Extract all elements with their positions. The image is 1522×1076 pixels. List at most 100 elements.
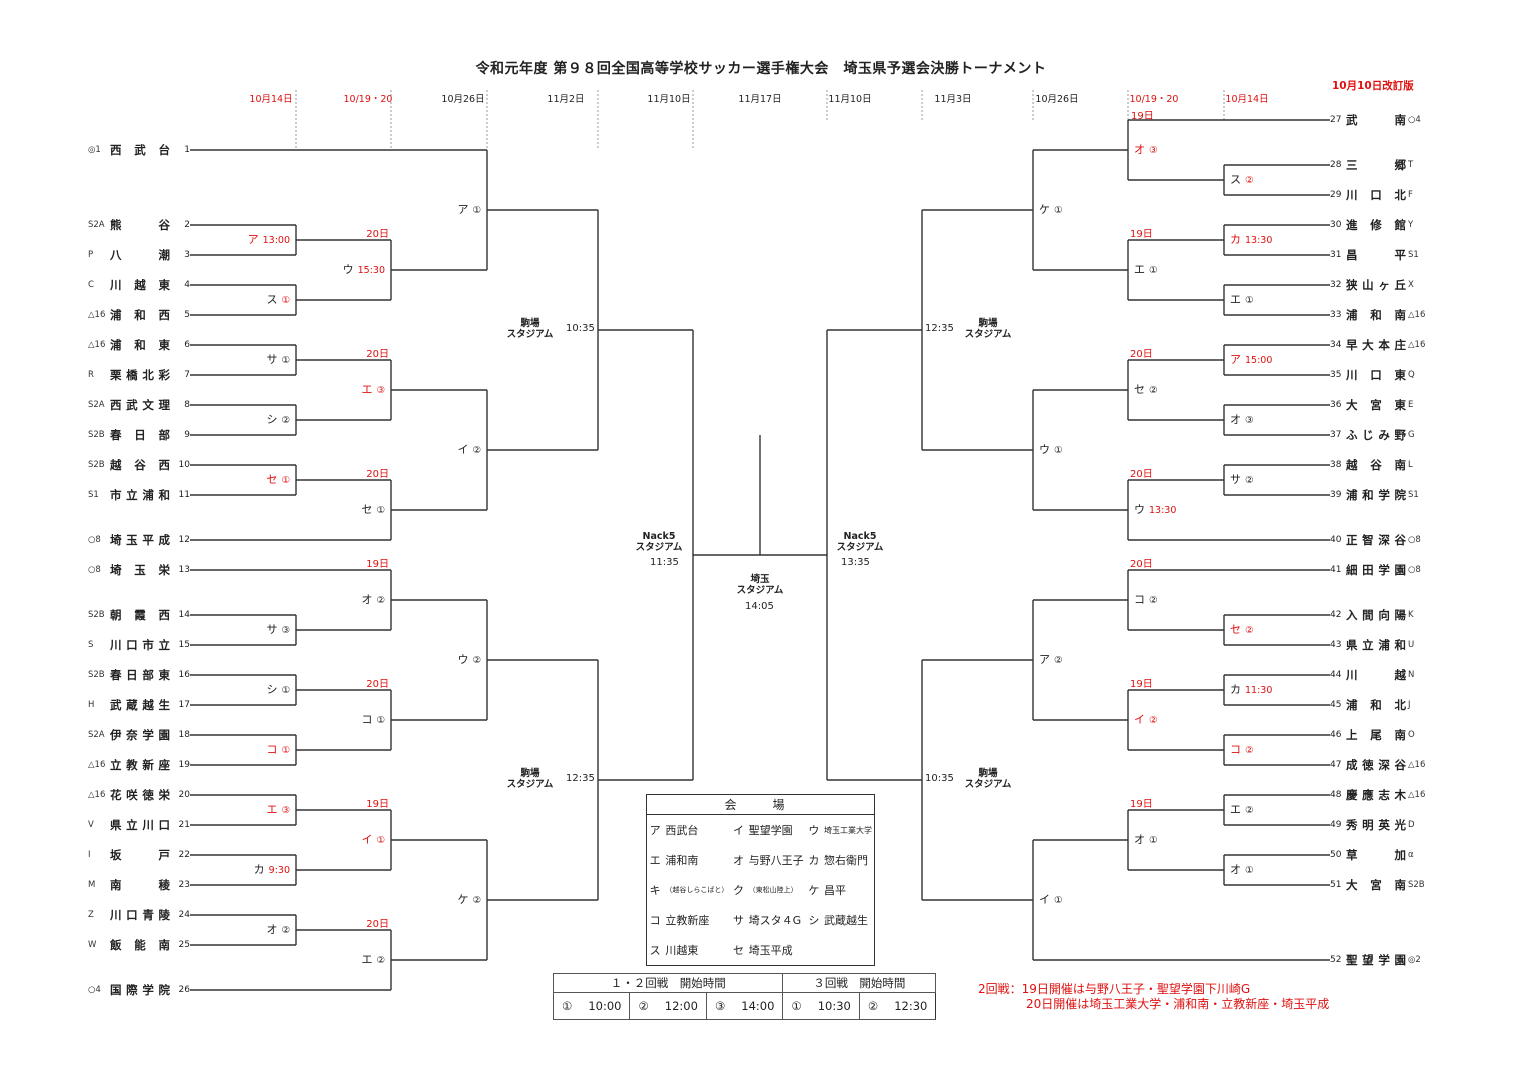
team-seed: S2B (88, 460, 105, 470)
team-name: 慶應志木 (1346, 788, 1406, 802)
match-time: ① (472, 205, 481, 216)
team-name: 聖望学園 (1346, 953, 1406, 967)
round-date-header: 10/19・20 (1129, 94, 1179, 105)
team-number: 31 (1330, 250, 1342, 260)
team-number: 2 (184, 220, 190, 230)
team-seed: ○8 (88, 535, 101, 545)
team-number: 33 (1330, 310, 1342, 320)
team-seed: α (1408, 850, 1414, 860)
team-seed: V (88, 820, 94, 830)
team-name: 細田学園 (1346, 563, 1406, 577)
team-seed: S2B (88, 610, 105, 620)
match-venue: エ (1230, 293, 1241, 306)
match-venue: ア (457, 203, 469, 216)
team-seed: M (88, 880, 96, 890)
match-venue: コ (1230, 743, 1241, 756)
team-seed: J (1408, 700, 1411, 710)
team-name: 浦和南 (1346, 308, 1406, 322)
match-time: 15:30 (357, 265, 385, 276)
team-name: 川越 (1346, 668, 1406, 682)
round-date-tag: 19日 (366, 799, 389, 810)
team-seed: C (88, 280, 94, 290)
team-name: 浦和学院 (1346, 488, 1406, 502)
team-number: 46 (1330, 730, 1342, 740)
team-name: 川越東 (110, 278, 170, 292)
venue-code: セ (732, 944, 744, 957)
team-number: 1 (184, 145, 190, 155)
team-seed: ○8 (88, 565, 101, 575)
venue-table-title: 会 場 (646, 794, 875, 815)
team-seed: I (88, 850, 91, 860)
round-date-tag: 20日 (366, 349, 389, 360)
round3-header: ３回戦 開始時間 (782, 973, 937, 993)
match-venue: イ (1134, 713, 1145, 726)
team-number: 26 (178, 985, 190, 995)
team-name: 川口北 (1346, 188, 1406, 202)
venue-name: 武蔵越生 (824, 914, 868, 927)
match-venue: オ (1230, 863, 1241, 876)
team-number: 15 (178, 640, 190, 650)
match-time: 13:00 (262, 235, 290, 246)
team-seed: ◎2 (1408, 955, 1421, 965)
team-seed: X (1408, 280, 1414, 290)
team-name: 成徳深谷 (1346, 758, 1406, 772)
round-date-tag: 20日 (366, 919, 389, 930)
kickoff-time: 13:35 (841, 557, 870, 568)
team-name: 西武文理 (110, 398, 170, 412)
team-number: 4 (184, 280, 190, 290)
match-venue: サ (266, 353, 278, 366)
venue-code: サ (732, 914, 744, 927)
team-number: 27 (1330, 115, 1342, 125)
match-time: ① (376, 835, 385, 846)
match-time: ② (376, 595, 385, 606)
slot-time: 12:30 (886, 992, 936, 1020)
match-time: ① (1245, 295, 1254, 306)
team-seed: S (88, 640, 94, 650)
team-number: 51 (1330, 880, 1342, 890)
match-venue: オ (1230, 413, 1241, 426)
match-time: ① (1149, 835, 1158, 846)
slot-number: ③ (705, 992, 734, 1020)
team-seed: △16 (88, 340, 106, 350)
team-name: 伊奈学園 (110, 728, 170, 742)
team-seed: L (1408, 460, 1413, 470)
team-name: 川口東 (1346, 368, 1406, 382)
team-name: 春日部 (110, 428, 170, 442)
venue-name: 埼玉平成 (748, 944, 793, 957)
team-number: 29 (1330, 190, 1342, 200)
match-venue: ケ (457, 893, 469, 906)
stadium-name: 駒場 スタジアム (964, 768, 1012, 790)
venue-code: キ (649, 884, 661, 897)
team-seed: Z (88, 910, 94, 920)
team-number: 6 (184, 340, 190, 350)
stadium-name: 埼玉 スタジアム (736, 574, 784, 596)
team-number: 28 (1330, 160, 1342, 170)
team-entry: C 川越東 4 (88, 278, 190, 292)
match-venue: サ (266, 623, 278, 636)
team-name: 花咲徳栄 (110, 788, 170, 802)
team-seed: ○4 (1408, 115, 1421, 125)
team-name: 上尾南 (1346, 728, 1406, 742)
match-time: ① (1054, 205, 1063, 216)
team-number: 19 (178, 760, 190, 770)
match-time: ③ (1149, 145, 1158, 156)
